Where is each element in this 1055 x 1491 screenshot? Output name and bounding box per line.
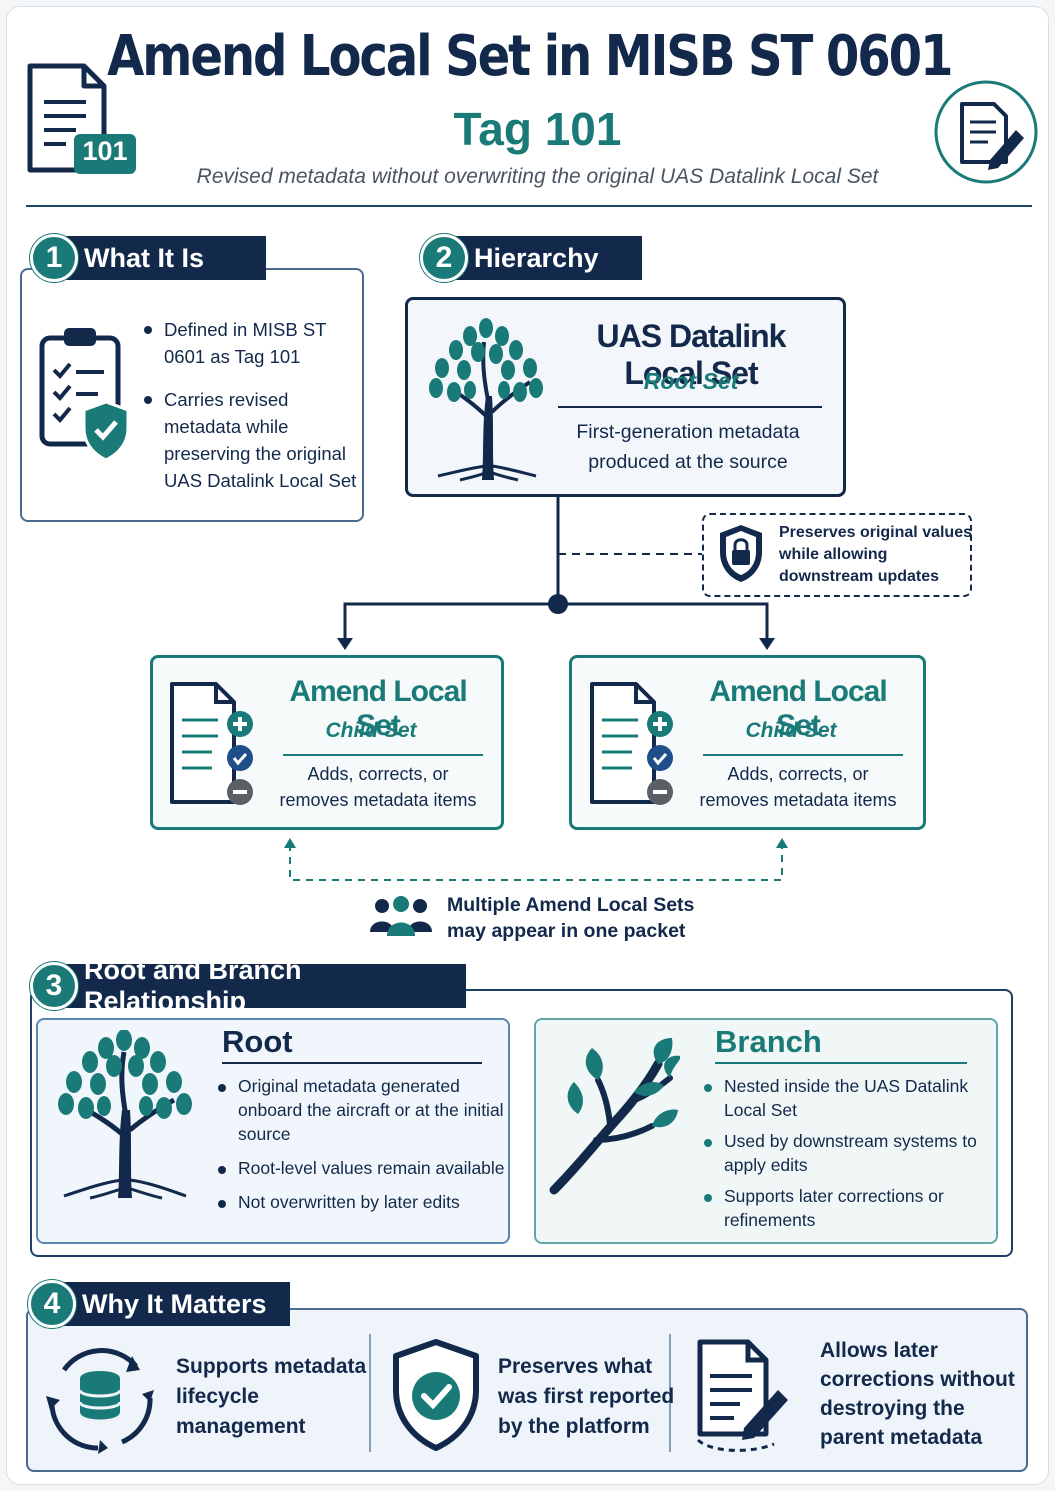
section-2-number: 2	[420, 234, 468, 282]
document-101-icon	[27, 63, 136, 174]
list-item: Supports later corrections or refinement…	[702, 1184, 992, 1232]
tree-icon	[429, 318, 543, 482]
header-divider	[26, 205, 1032, 207]
column-divider	[369, 1334, 371, 1452]
why-item-3-line-1: Allows later	[820, 1339, 938, 1362]
clipboard-shield-icon	[39, 328, 130, 462]
multiple-note-line-1: Multiple Amend Local Sets	[447, 894, 695, 916]
list-item: Not overwritten by later edits	[216, 1190, 506, 1214]
root-set-desc-1: First-generation metadata	[576, 421, 800, 443]
why-item-1-line-2: lifecycle	[176, 1385, 259, 1408]
why-item-2-line-1: Preserves what	[498, 1355, 653, 1378]
root-card-divider	[222, 1062, 482, 1064]
why-item-3-text: Allows later corrections without destroy…	[820, 1336, 1015, 1452]
tag-title: Tag 101	[453, 103, 622, 155]
why-item-3-line-3: destroying the	[820, 1397, 965, 1420]
child-set-desc-1a: Adds, corrects, or	[307, 764, 449, 784]
root-set-subtitle: Root Set	[643, 368, 739, 394]
list-item: Carries revised metadata while preservin…	[142, 386, 358, 494]
list-item: Nested inside the UAS Datalink Local Set	[702, 1074, 992, 1122]
branch-card-list: Nested inside the UAS Datalink Local Set…	[702, 1074, 992, 1232]
root-set-divider	[558, 406, 822, 408]
child-set-subtitle-2: Child Set	[745, 719, 837, 742]
why-item-1-line-3: management	[176, 1415, 306, 1438]
root-card-title: Root	[222, 1024, 293, 1059]
amend-document-icon	[170, 682, 253, 805]
root-set-desc-2: produced at the source	[588, 451, 788, 473]
what-it-is-list: Defined in MISB ST 0601 as Tag 101 Carri…	[142, 316, 358, 494]
why-item-1-line-1: Supports metadata	[176, 1355, 367, 1378]
branch-card-divider	[715, 1062, 967, 1064]
shield-lock-icon	[720, 525, 762, 582]
list-item: Defined in MISB ST 0601 as Tag 101	[142, 316, 358, 370]
section-2-header: 2 Hierarchy	[420, 234, 642, 282]
shield-check-icon	[393, 1339, 479, 1451]
child-set-title-1: Amend Local Set	[289, 675, 467, 742]
child-set-desc-2b: removes metadata items	[699, 790, 897, 810]
child-set-title-2: Amend Local Set	[709, 675, 887, 742]
why-item-2-line-2: was first reported	[498, 1385, 675, 1408]
child-set-divider-1	[283, 754, 483, 756]
section-2-label: Hierarchy	[444, 236, 642, 280]
preserve-note-line-1: Preserves original values	[779, 524, 972, 541]
doc-badge-text: 101	[82, 136, 128, 166]
root-set-title: UAS Datalink Local Set	[596, 318, 787, 391]
branch-leaves-icon	[549, 1038, 680, 1195]
tree-icon	[58, 1030, 192, 1200]
why-item-3-line-4: parent metadata	[820, 1426, 983, 1449]
hierarchy-connectors	[284, 494, 788, 881]
page-subtitle: Revised metadata without overwriting the…	[196, 165, 879, 188]
group-people-icon	[370, 896, 432, 936]
why-it-matters-panel	[26, 1308, 1028, 1472]
section-1-header: 1 What It Is	[30, 234, 266, 282]
database-cycle-icon	[46, 1348, 154, 1454]
preserve-note-line-2: while allowing	[779, 546, 888, 563]
section-4-number: 4	[28, 1280, 76, 1328]
root-set-card	[405, 297, 846, 497]
document-edit-icon	[934, 80, 1038, 184]
section-3-number: 3	[30, 962, 78, 1010]
root-card-list: Original metadata generated onboard the …	[216, 1074, 506, 1214]
list-item: Used by downstream systems to apply edit…	[702, 1129, 992, 1177]
section-4-label: Why It Matters	[52, 1282, 290, 1326]
section-3-header: 3 Root and Branch Relationship	[30, 955, 466, 1016]
why-item-2-text: Preserves what was first reported by the…	[498, 1352, 674, 1442]
section-3-label: Root and Branch Relationship	[54, 955, 466, 1016]
why-item-2-line-3: by the platform	[498, 1415, 650, 1438]
why-item-1-text: Supports metadata lifecycle management	[176, 1352, 366, 1442]
child-set-desc-2a: Adds, corrects, or	[727, 764, 869, 784]
child-set-desc-1b: removes metadata items	[279, 790, 477, 810]
child-set-divider-2	[703, 754, 903, 756]
why-item-3-line-2: corrections without	[820, 1368, 1015, 1391]
section-1-label: What It Is	[54, 236, 266, 280]
multiple-note-line-2: may appear in one packet	[447, 920, 686, 942]
section-1-number: 1	[30, 234, 78, 282]
child-set-subtitle-1: Child Set	[325, 719, 417, 742]
column-divider	[669, 1334, 671, 1452]
document-edit-icon	[696, 1339, 788, 1452]
list-item: Root-level values remain available	[216, 1156, 506, 1180]
branch-card-title: Branch	[715, 1024, 822, 1059]
list-item: Original metadata generated onboard the …	[216, 1074, 506, 1146]
page-title: Amend Local Set in MISB ST 0601	[107, 24, 953, 89]
amend-document-icon	[590, 682, 673, 805]
preserve-note-line-3: downstream updates	[779, 568, 940, 585]
section-4-header: 4 Why It Matters	[28, 1280, 290, 1328]
